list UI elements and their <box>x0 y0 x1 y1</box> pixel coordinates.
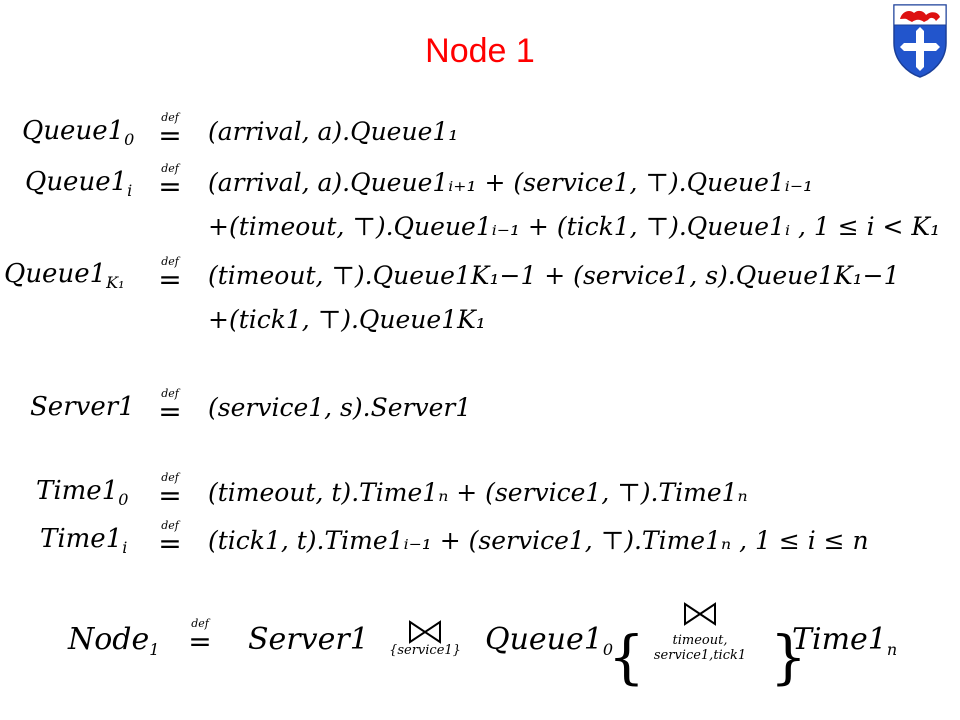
def-equals: def= <box>158 387 182 428</box>
time-0-rhs: (timeout, t).Time1ₙ + (service1, ⊤).Time… <box>208 478 748 507</box>
queue-0-lhs: Queue10 <box>22 116 135 149</box>
server-rhs: (service1, s).Server1 <box>208 393 472 422</box>
node-lhs: Node1 <box>68 622 160 659</box>
def-equals: def= <box>188 617 212 658</box>
cooperation-set-label: {service1} <box>389 643 461 658</box>
cooperation-set-timeout-service1-tick1: timeout, service1,tick1 <box>620 633 780 663</box>
set-brace-left: { <box>608 623 645 691</box>
cooperation-set-line-1: timeout, <box>672 633 728 648</box>
server-lhs: Server1 <box>30 392 135 422</box>
def-equals: def= <box>158 255 182 296</box>
queue-k-lhs: Queue1K₁ <box>4 259 125 292</box>
queue-k-rhs-cont: +(tick1, ⊤).Queue1K₁ <box>208 305 486 334</box>
def-equals: def= <box>158 471 182 512</box>
queue-i-rhs: (arrival, a).Queue1ᵢ₊₁ + (service1, ⊤).Q… <box>208 168 814 197</box>
bowtie-icon <box>409 620 441 644</box>
queue-i-rhs-cont: +(timeout, ⊤).Queue1ᵢ₋₁ + (tick1, ⊤).Que… <box>208 212 941 241</box>
slide-title: Node 1 <box>425 32 535 70</box>
def-equals: def= <box>158 519 182 560</box>
time-i-rhs: (tick1, t).Time1ᵢ₋₁ + (service1, ⊤).Time… <box>208 526 869 555</box>
def-equals: def= <box>158 111 182 152</box>
queue-0-rhs: (arrival, a).Queue1₁ <box>208 117 459 146</box>
set-brace-right: } <box>770 623 807 691</box>
queue-i-lhs: Queue1i <box>25 167 133 200</box>
time-i-lhs: Time1i <box>40 524 128 557</box>
bowtie-icon <box>684 602 716 626</box>
def-equals: def= <box>158 162 182 203</box>
queue-k-rhs: (timeout, ⊤).Queue1K₁−1 + (service1, s).… <box>208 261 900 290</box>
time-0-lhs: Time10 <box>36 476 129 509</box>
cooperation-service1: {service1} <box>370 620 480 657</box>
cooperation-set-line-2: service1,tick1 <box>653 648 747 663</box>
node-queue: Queue10 <box>485 622 614 659</box>
university-crest-icon <box>893 4 947 78</box>
node-time: Time1n <box>792 622 898 659</box>
node-server: Server1 <box>248 622 369 657</box>
